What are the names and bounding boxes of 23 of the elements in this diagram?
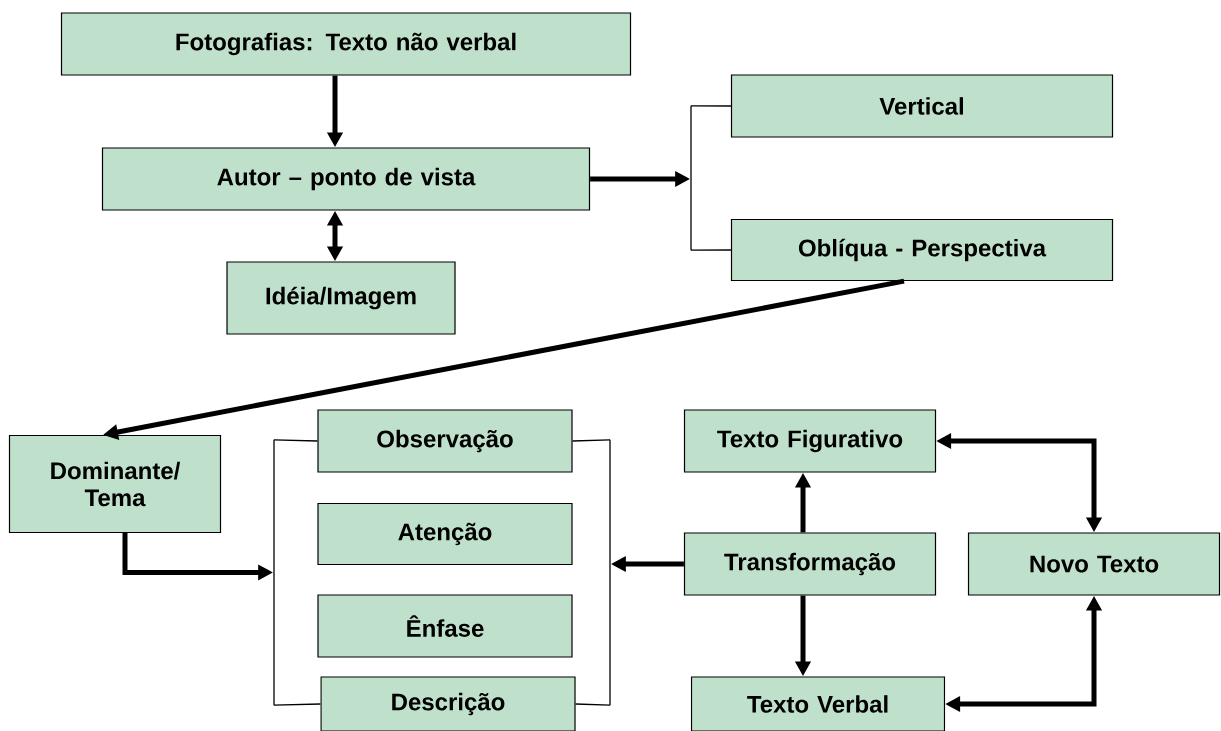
process-box: Descrição [320, 676, 576, 731]
process-box: Dominante/ Tema [8, 434, 222, 534]
process-box: Vertical [730, 74, 1114, 138]
connector-line [690, 249, 732, 251]
connector-line [690, 105, 732, 107]
process-box: Texto Verbal [690, 676, 946, 731]
connector-line [571, 439, 611, 442]
process-box: Oblíqua - Perspectiva [730, 218, 1114, 282]
bracket-line [690, 105, 692, 251]
connector-line [273, 439, 319, 442]
process-box: Observação [317, 409, 573, 473]
process-box: Ênfase [317, 594, 573, 658]
connector-line [574, 703, 611, 706]
process-box: Autor – ponto de vista [101, 147, 591, 211]
process-box: Texto Figurativo [683, 409, 937, 473]
process-box: Novo Texto [967, 532, 1221, 596]
process-box: Transformação [683, 532, 937, 596]
bracket-line [609, 439, 611, 706]
process-box: Atenção [317, 502, 573, 566]
bracket-line [273, 439, 275, 706]
connector-line [273, 703, 322, 706]
process-box: Fotografias: Texto não verbal [60, 12, 632, 76]
process-box: Idéia/Imagem [226, 261, 456, 335]
